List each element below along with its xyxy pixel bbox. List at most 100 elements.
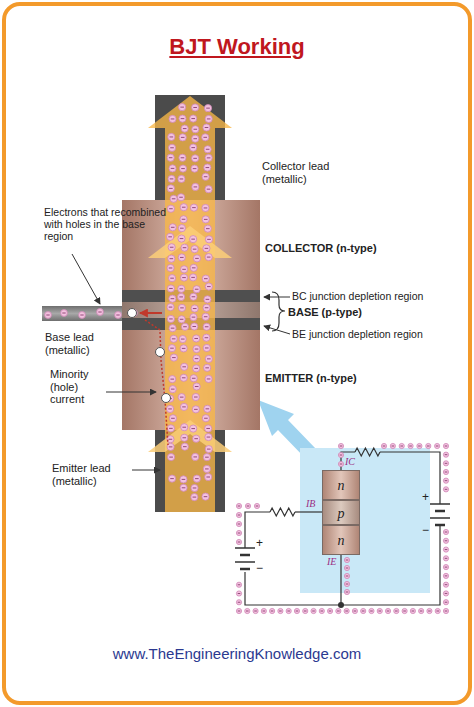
electron-symbol xyxy=(167,443,174,450)
electron-symbol xyxy=(193,383,200,390)
electron-symbol xyxy=(205,115,212,122)
electron-symbol xyxy=(180,216,187,223)
electron-symbol xyxy=(168,453,175,460)
region-label: COLLECTOR (n-type) xyxy=(265,242,377,254)
electron-symbol xyxy=(344,573,349,578)
electron-symbol xyxy=(443,582,448,587)
electron-symbol xyxy=(190,425,197,432)
electron-symbol xyxy=(170,354,177,361)
electron-symbol xyxy=(168,133,175,140)
electron-symbol xyxy=(205,154,212,161)
electron-symbol xyxy=(191,165,198,172)
electron-symbol xyxy=(167,425,174,432)
electron-symbol xyxy=(426,443,431,448)
electron-symbol xyxy=(443,443,448,448)
inset-panel xyxy=(300,448,430,593)
electron-symbol xyxy=(204,405,211,412)
page-border xyxy=(4,4,470,703)
electron-symbol xyxy=(169,325,176,332)
junction-dot xyxy=(338,602,344,608)
electron-flow-arrow xyxy=(148,96,232,512)
base-lead xyxy=(42,306,127,321)
electron-symbol xyxy=(385,608,390,613)
electron-symbol xyxy=(169,295,176,302)
electron-symbol xyxy=(203,344,210,351)
electron-symbol xyxy=(178,225,185,232)
electron-symbol xyxy=(192,183,199,190)
electron-symbol xyxy=(205,433,212,440)
electron-symbol xyxy=(180,476,187,483)
electron-symbol xyxy=(61,310,68,317)
polarity-sign: + xyxy=(422,491,434,505)
electron-symbol xyxy=(193,255,200,262)
electron-symbol xyxy=(204,296,211,303)
electron-symbol xyxy=(179,165,186,172)
battery-symbol xyxy=(430,503,450,505)
current-label: IE xyxy=(327,556,347,568)
electron-symbol xyxy=(435,443,440,448)
electron-symbol xyxy=(166,405,173,412)
battery-symbol xyxy=(435,510,445,513)
electron-symbol xyxy=(369,608,374,613)
electron-symbol xyxy=(181,443,188,450)
leader-line xyxy=(106,392,156,393)
electron-symbol xyxy=(170,195,177,202)
electron-symbol xyxy=(79,312,86,319)
electron-symbol xyxy=(338,452,343,457)
electron-symbol xyxy=(193,435,200,442)
electron-symbol xyxy=(236,539,241,544)
electron-symbol xyxy=(202,313,209,320)
electron-symbol xyxy=(443,478,448,483)
electron-symbol xyxy=(204,164,211,171)
electron-symbol xyxy=(168,244,175,251)
electron-symbol xyxy=(377,608,382,613)
inset-n-layer: n xyxy=(322,470,360,500)
electron-symbol xyxy=(190,293,197,300)
electron-symbol xyxy=(236,521,241,526)
electron-symbol xyxy=(180,204,187,211)
electron-symbol xyxy=(205,375,212,382)
electron-symbol xyxy=(204,364,211,371)
electron-symbol xyxy=(180,484,187,491)
electron-symbol xyxy=(181,434,188,441)
electron-symbol xyxy=(443,608,448,613)
electron-symbol xyxy=(236,608,241,613)
electron-symbol xyxy=(193,365,200,372)
leader-line xyxy=(264,297,290,298)
electron-symbol xyxy=(336,608,341,613)
electron-symbol xyxy=(443,538,448,543)
layer-letter: n xyxy=(323,471,359,501)
electron-symbol xyxy=(443,600,448,605)
electron-symbol xyxy=(178,175,185,182)
electron-symbol xyxy=(167,154,174,161)
electron-symbol xyxy=(204,105,211,112)
electron-symbol xyxy=(203,304,210,311)
base-region: BASE (p-type) xyxy=(122,302,260,318)
electron-symbol xyxy=(303,608,308,613)
electron-symbol xyxy=(327,608,332,613)
electron-symbol xyxy=(193,286,200,293)
emitter-lead xyxy=(155,428,225,512)
electron-symbol xyxy=(45,312,52,319)
electron-symbol xyxy=(179,134,186,141)
electron-symbol xyxy=(352,608,357,613)
hole-symbol xyxy=(128,309,137,318)
electron-symbol xyxy=(115,312,122,319)
electron-symbol xyxy=(204,146,211,153)
electron-symbol xyxy=(270,608,275,613)
part-label: Collector lead (metallic) xyxy=(262,160,352,185)
electron-symbol xyxy=(205,446,212,453)
hole-current-path xyxy=(145,320,168,445)
electron-symbol xyxy=(205,425,212,432)
electron-symbol xyxy=(190,236,197,243)
wire xyxy=(295,511,322,512)
electron-symbol xyxy=(344,557,349,562)
electron-symbol xyxy=(169,165,176,172)
electron-symbol xyxy=(190,204,197,211)
electron-symbol xyxy=(180,374,187,381)
electron-symbol xyxy=(192,155,199,162)
layer-letter: n xyxy=(323,526,359,556)
electron-symbol xyxy=(190,115,197,122)
electron-symbol xyxy=(399,443,404,448)
electron-symbol xyxy=(205,355,212,362)
